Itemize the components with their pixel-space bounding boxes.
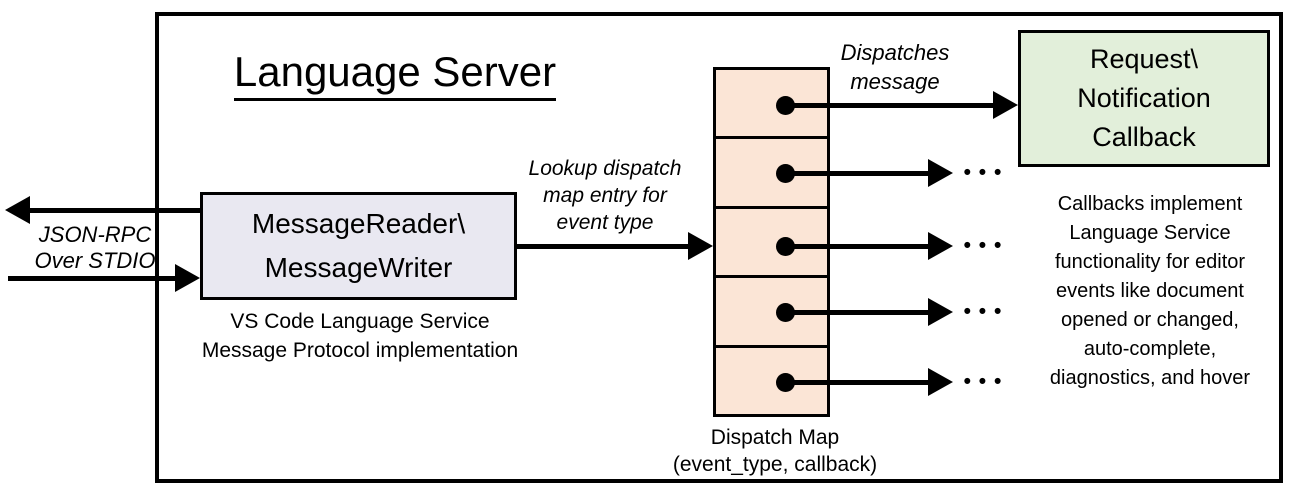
message-box-caption: VS Code Language Service Message Protoco…: [160, 307, 560, 365]
arrow-head-dispatch-2: [928, 159, 953, 187]
arrow-line-lookup: [517, 244, 691, 249]
callbacks-note-line7: diagnostics, and hover: [1049, 367, 1251, 389]
arrow-head-lookup: [688, 232, 713, 260]
callbacks-note: Callbacks implement Language Service fun…: [1022, 190, 1278, 393]
lookup-label: Lookup dispatch map entry for event type: [505, 155, 705, 236]
json-rpc-label-line2: Over STDIO: [34, 248, 156, 273]
dispatch-map-cell: [716, 139, 827, 209]
ellipsis-2: • • •: [963, 161, 1003, 184]
arrow-head-dispatch-1: [993, 91, 1018, 119]
lookup-label-line2: map entry for: [543, 184, 667, 207]
dispatches-label-line1: Dispatches: [840, 40, 950, 65]
callbacks-note-line5: opened or changed,: [1061, 309, 1239, 331]
language-server-frame: [155, 12, 1283, 483]
arrow-line-dispatch-2: [785, 171, 929, 176]
dispatch-caption-line1: Dispatch Map: [710, 426, 840, 449]
callback-box-line2: Notification: [1077, 83, 1211, 113]
arrow-head-stdio-in: [175, 264, 200, 292]
arrow-head-dispatch-3: [928, 232, 953, 260]
dispatch-map-cell: [716, 278, 827, 348]
dispatch-map: [713, 67, 830, 417]
arrow-head-dispatch-4: [928, 298, 953, 326]
dispatch-map-cell: [716, 70, 827, 140]
message-caption-line1: VS Code Language Service: [230, 310, 490, 333]
dispatch-map-caption: Dispatch Map (event_type, callback): [635, 424, 915, 478]
arrow-head-dispatch-5: [928, 368, 953, 396]
callbacks-note-line6: auto-complete,: [1083, 338, 1217, 360]
ellipsis-5: • • •: [963, 370, 1003, 393]
callback-box-line3: Callback: [1092, 122, 1196, 152]
lookup-label-line3: event type: [556, 211, 654, 234]
dispatch-map-cell: [716, 209, 827, 279]
dispatch-caption-line2: (event_type, callback): [672, 453, 878, 476]
callbacks-note-line2: Language Service: [1069, 222, 1231, 244]
lookup-label-line1: Lookup dispatch: [528, 157, 682, 180]
dispatches-label-line2: message: [850, 69, 940, 94]
arrow-line-dispatch-4: [785, 310, 929, 315]
callback-box-line1: Request\: [1089, 44, 1199, 74]
message-caption-line2: Message Protocol implementation: [201, 339, 519, 362]
arrow-line-dispatch-3: [785, 244, 929, 249]
arrow-line-dispatch-5: [785, 380, 929, 385]
json-rpc-label: JSON-RPC Over STDIO: [15, 222, 175, 274]
message-box-line1: MessageReader\: [251, 208, 466, 239]
ellipsis-4: • • •: [963, 300, 1003, 323]
callbacks-note-line4: events like document: [1056, 280, 1244, 302]
callbacks-note-line1: Callbacks implement: [1057, 193, 1243, 215]
diagram-title: Language Server: [225, 48, 565, 101]
callbacks-note-line3: functionality for editor: [1054, 251, 1246, 273]
arrow-head-stdio-out: [5, 196, 30, 224]
message-reader-writer-box: MessageReader\ MessageWriter: [200, 192, 517, 300]
dispatches-message-label: Dispatches message: [810, 38, 980, 96]
message-box-line2: MessageWriter: [264, 252, 453, 283]
arrow-line-stdio-in: [8, 276, 178, 281]
request-notification-callback-box: Request\ Notification Callback: [1018, 30, 1270, 167]
arrow-line-dispatch-1: [785, 103, 995, 108]
arrow-line-stdio-out: [27, 208, 200, 213]
diagram-title-text: Language Server: [233, 48, 557, 101]
json-rpc-label-line1: JSON-RPC: [38, 222, 152, 247]
ellipsis-3: • • •: [963, 234, 1003, 257]
